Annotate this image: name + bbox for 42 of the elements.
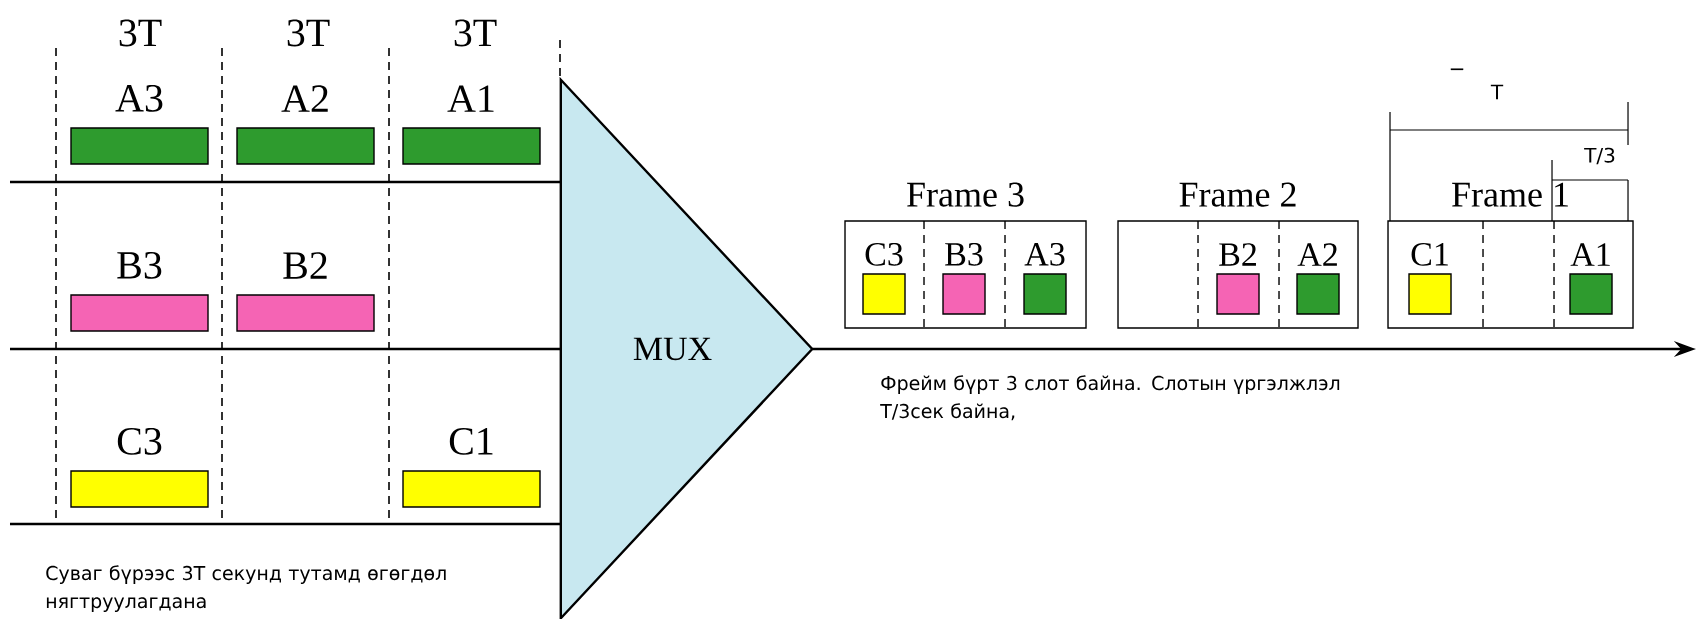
node-label: C1 (1411, 242, 1448, 266)
slot-block: B2 (1216, 243, 1260, 315)
node-label: Frame 3 (907, 182, 1024, 207)
dimension-label: T (1490, 84, 1504, 100)
slot-block: A2 (1296, 243, 1340, 315)
period-label: 3T (119, 19, 162, 47)
node-label: C3 (865, 242, 903, 266)
slot-block: B3 (942, 242, 986, 315)
node-label: A3 (115, 84, 163, 112)
node-label: A2 (1297, 243, 1337, 266)
node-label: A3 (1024, 242, 1065, 266)
bar-block: C3 (70, 427, 209, 508)
bar-block: A3 (70, 84, 209, 165)
node-label: C1 (449, 427, 493, 455)
dimension-label: − (1450, 68, 1464, 71)
bar-block: B2 (236, 252, 375, 332)
node-label: C3 (117, 427, 162, 455)
node-label: B2 (1219, 243, 1256, 266)
period-label: 3T (454, 19, 497, 47)
slot-block: C3 (862, 242, 906, 315)
dimension-label: T/3 (1584, 147, 1615, 165)
node-label: Frame 1 (1452, 182, 1568, 207)
node-label: A1 (1570, 243, 1610, 266)
node-label: A2 (281, 85, 328, 112)
node-label: B3 (945, 242, 983, 266)
node-label: A1 (447, 85, 494, 112)
bar-block: A1 (402, 85, 541, 165)
slot-block: A1 (1569, 243, 1613, 315)
bar-block: B3 (70, 251, 209, 332)
node-label: B3 (117, 251, 162, 279)
node-label: Frame 2 (1179, 182, 1296, 207)
note-text: Суваг бүрээс 3T секунд тутамд өгөгдөл нягтруулагдана (46, 565, 446, 612)
channel-line (10, 347, 561, 351)
bar-block: A2 (236, 85, 375, 165)
node-label: B2 (283, 252, 327, 279)
period-label: 3T (287, 19, 330, 47)
note-text: Фрейм бүрт 3 слот байна. Слотын үргэлжлэл Т/3сек байна, (880, 375, 1340, 421)
channel-line (10, 522, 561, 526)
channel-line (10, 180, 561, 184)
bar-block: C1 (402, 427, 541, 508)
slot-block: A3 (1023, 242, 1067, 315)
slot-block: C1 (1408, 242, 1452, 315)
